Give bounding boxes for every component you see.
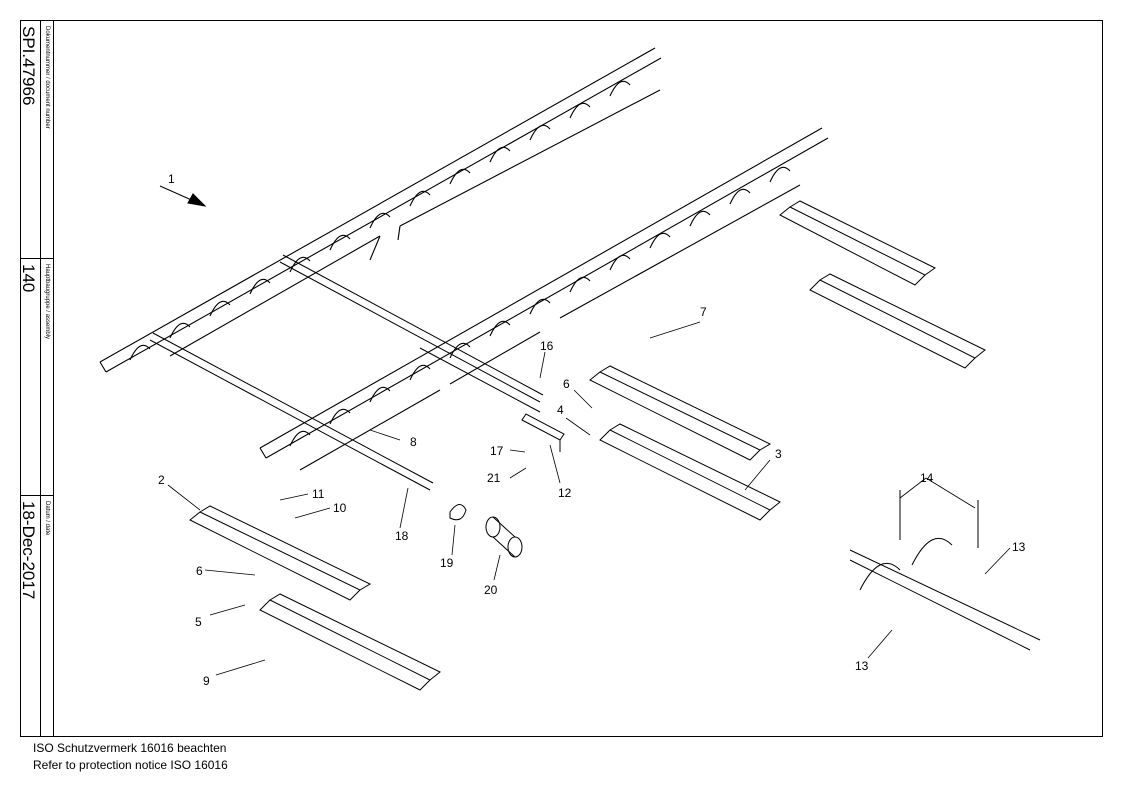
callout-17: 17 (490, 444, 504, 458)
callout-14: 14 (920, 471, 934, 485)
track-pad-right (779, 200, 986, 369)
middle-rail (259, 127, 829, 471)
callout-8: 8 (410, 435, 417, 449)
bracket (521, 413, 565, 452)
track-pad-center (589, 365, 781, 521)
callout-13b: 13 (1012, 540, 1026, 554)
cross-bars (149, 254, 544, 491)
exploded-assembly-drawing: 1 2 3 4 5 6 6 7 8 9 10 11 12 13 13 14 16… (99, 47, 1041, 691)
callout-4: 4 (557, 403, 564, 417)
title-block-inner-line (40, 20, 41, 737)
callout-20: 20 (484, 583, 498, 597)
notice-line-de: ISO Schutzvermerk 16016 beachten (33, 741, 227, 755)
document-number: SPI.47966 (19, 26, 38, 106)
callouts: 1 2 3 4 5 6 6 7 8 9 10 11 12 13 13 14 16… (158, 172, 1026, 688)
title-block-divider (20, 495, 54, 496)
callout-6a: 6 (196, 564, 203, 578)
callout-2: 2 (158, 473, 165, 487)
callout-16: 16 (540, 339, 554, 353)
leader-lines (167, 321, 1011, 676)
clip (449, 504, 467, 521)
callout-13a: 13 (855, 659, 869, 673)
callout-19: 19 (440, 556, 454, 570)
document-number-label: Dokumentnummer / document number (44, 26, 50, 129)
title-block-divider (20, 258, 54, 259)
sleeve (485, 516, 523, 558)
direction-arrow (159, 185, 207, 207)
callout-3: 3 (775, 447, 782, 461)
date-value: 18-Dec-2017 (19, 501, 38, 600)
callout-7: 7 (700, 305, 707, 319)
assembly-label: Hauptbaugruppe / assembly (44, 264, 50, 340)
notice-line-en: Refer to protection notice ISO 16016 (33, 758, 228, 772)
assembly-number: 140 (19, 264, 38, 293)
callout-18: 18 (395, 529, 409, 543)
callout-9: 9 (203, 674, 210, 688)
title-block: SPI.47966 Dokumentnummer / document numb… (19, 20, 54, 737)
callout-10: 10 (333, 501, 347, 515)
callout-12: 12 (558, 486, 572, 500)
drawing-frame (20, 20, 1103, 737)
callout-5: 5 (195, 615, 202, 629)
protection-notice: ISO Schutzvermerk 16016 beachten Refer t… (33, 740, 228, 774)
callout-6b: 6 (563, 377, 570, 391)
upper-rail (99, 47, 662, 373)
detail-view (849, 490, 1041, 651)
callout-21: 21 (487, 471, 501, 485)
callout-1: 1 (168, 172, 175, 186)
date-label: Datum / date (44, 501, 50, 536)
callout-11: 11 (312, 487, 325, 501)
track-pad-left (189, 505, 441, 691)
